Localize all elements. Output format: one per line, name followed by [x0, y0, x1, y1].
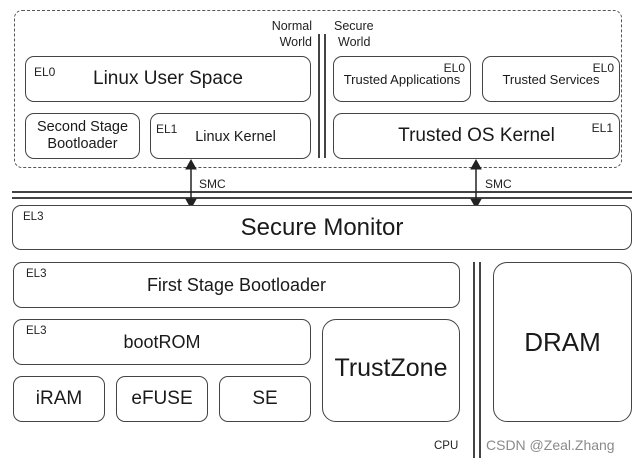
se-label: SE [252, 388, 278, 409]
cpu-dram-divider-right [479, 262, 481, 458]
se-box: SE [219, 376, 311, 422]
normal-world-label: Normal World [262, 19, 312, 50]
secure-monitor-label: Secure Monitor [240, 214, 404, 241]
el-tag: EL1 [591, 121, 613, 135]
secure-world-line1: Secure [334, 19, 374, 33]
second-stage-line2: Bootloader [47, 136, 118, 153]
trustzone-box: TrustZone [322, 319, 460, 422]
efuse-box: eFUSE [116, 376, 208, 422]
efuse-label: eFUSE [131, 388, 193, 409]
smc-left-arrow [185, 158, 197, 210]
dram-label: DRAM [524, 327, 601, 357]
second-stage-bootloader-box: Second Stage Bootloader [25, 113, 140, 159]
watermark: CSDN @Zeal.Zhang [486, 437, 615, 453]
normal-world-line2: World [279, 34, 312, 49]
smc-right-arrow [470, 158, 482, 210]
first-stage-bootloader-box: EL3 First Stage Bootloader [13, 262, 460, 308]
iram-box: iRAM [13, 376, 105, 422]
bootrom-box: EL3 bootROM [13, 319, 311, 365]
smc-right-label: SMC [485, 177, 512, 191]
normal-world-line1: Normal [271, 19, 312, 33]
linux-kernel-box: EL1 Linux Kernel [150, 113, 311, 159]
el-tag: EL1 [156, 122, 178, 136]
linux-user-space-label: Linux User Space [93, 68, 243, 89]
trusted-applications-label: Trusted Applications [343, 72, 461, 87]
linux-user-space-box: EL0 Linux User Space [25, 56, 311, 102]
dram-box: DRAM [493, 262, 632, 422]
bus-line-top [12, 191, 632, 193]
trusted-os-kernel-label: Trusted OS Kernel [398, 125, 555, 146]
trusted-os-kernel-box: EL1 Trusted OS Kernel [333, 113, 620, 159]
trustzone-label: TrustZone [334, 354, 448, 382]
el-tag: EL3 [26, 325, 47, 337]
trusted-services-box: EL0 Trusted Services [482, 56, 620, 102]
el-tag: EL3 [26, 268, 47, 280]
bootrom-label: bootROM [123, 332, 201, 352]
el-tag: EL0 [34, 65, 56, 79]
secure-world-label: Secure World [334, 19, 394, 50]
cpu-label: CPU [434, 440, 459, 452]
el-tag: EL0 [443, 61, 465, 75]
bus-line-bottom [12, 197, 632, 199]
secure-monitor-box: EL3 Secure Monitor [12, 205, 632, 250]
world-divider-right [324, 34, 326, 158]
trusted-services-label: Trusted Services [502, 72, 600, 87]
world-divider-left [318, 34, 320, 158]
trusted-applications-box: EL0 Trusted Applications [333, 56, 471, 102]
linux-kernel-label: Linux Kernel [195, 129, 276, 145]
smc-left-label: SMC [199, 177, 226, 191]
iram-label: iRAM [35, 388, 83, 409]
el-tag: EL0 [592, 61, 614, 75]
cpu-dram-divider-left [473, 262, 475, 458]
secure-world-line2: World [338, 34, 371, 49]
second-stage-bootloader-label: Second Stage Bootloader [26, 119, 139, 154]
first-stage-bootloader-label: First Stage Bootloader [146, 275, 327, 295]
world-region [14, 10, 622, 168]
second-stage-line1: Second Stage [36, 119, 129, 135]
el-tag: EL3 [23, 211, 44, 223]
